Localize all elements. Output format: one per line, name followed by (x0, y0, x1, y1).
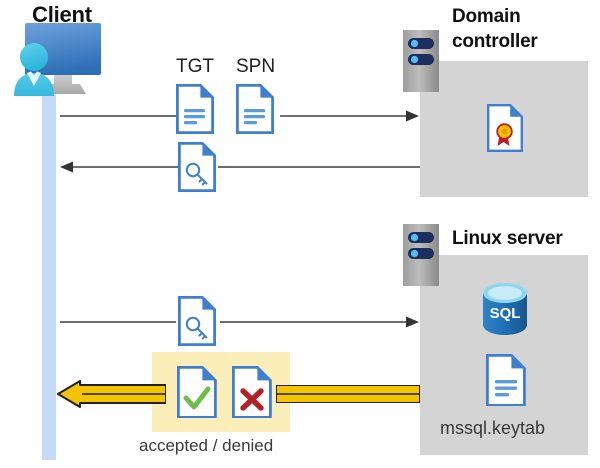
message-2-line-right (218, 164, 420, 170)
accepted-document-icon (177, 366, 217, 418)
tgt-document-icon (176, 84, 214, 134)
message-1-line-left (60, 113, 176, 119)
message-4-arrow-left (56, 380, 166, 408)
service-request-key-document-icon (178, 296, 216, 346)
verdict-caption: accepted / denied (139, 436, 274, 455)
client-title: Client (32, 2, 92, 27)
message-2-arrow-left (58, 159, 182, 175)
tgt-label: TGT (176, 56, 214, 77)
linux-server-rack-icon (403, 224, 439, 286)
denied-document-icon (232, 366, 272, 418)
sql-database-icon: SQL (480, 282, 530, 338)
message-3-line-left (60, 319, 176, 325)
domain-controller-server-rack-icon (403, 30, 439, 92)
keytab-document-icon (486, 354, 526, 406)
sql-label: SQL (490, 305, 521, 322)
message-3-arrow-right (220, 314, 420, 330)
certificate-document-icon (487, 104, 523, 152)
message-1-arrow-right (280, 108, 420, 124)
spn-label: SPN (236, 56, 276, 77)
service-ticket-key-document-icon (178, 142, 216, 192)
domain-controller-title: Domain controller (452, 4, 592, 54)
linux-server-title: Linux server (452, 228, 563, 249)
spn-document-icon (236, 84, 274, 134)
dc-title-line1: Domain (452, 6, 521, 27)
keytab-filename-label: mssql.keytab (440, 418, 546, 438)
message-4-line-right (276, 385, 420, 403)
client-lifeline (42, 88, 56, 460)
dc-title-line2: controller (452, 31, 538, 52)
user-at-computer-icon (8, 22, 124, 100)
